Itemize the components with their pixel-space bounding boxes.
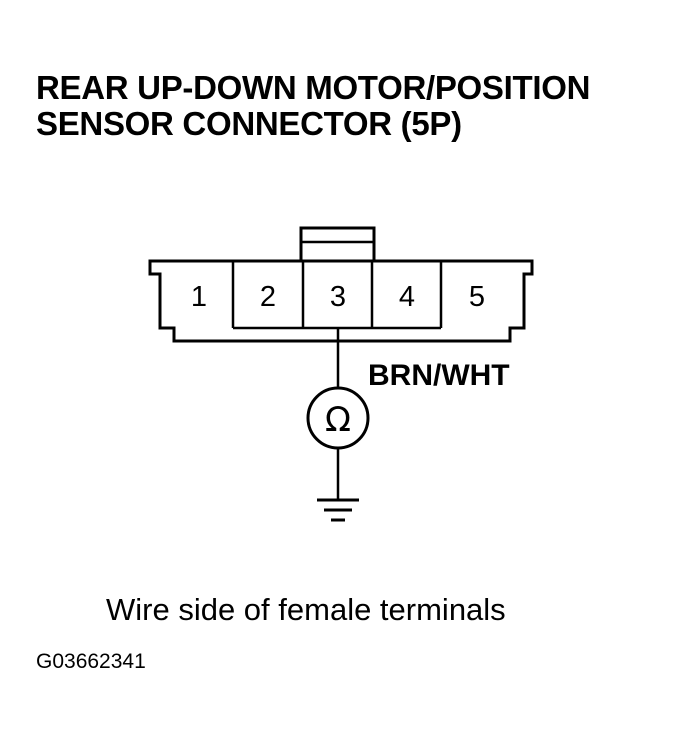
pin-1-label: 1 [191,281,207,313]
connector-cavities [231,261,443,330]
connector-lock-tab [299,226,376,263]
ground-icon [317,498,359,522]
wire-color-label: BRN/WHT [368,359,510,392]
diagram-title: REAR UP-DOWN MOTOR/POSITION SENSOR CONNE… [36,70,590,142]
caption: Wire side of female terminals [106,592,506,627]
title-line-1: REAR UP-DOWN MOTOR/POSITION [36,69,591,106]
pin-3-label: 3 [330,281,346,313]
pin-2-label: 2 [260,281,276,313]
connector-housing [148,259,534,343]
ohm-symbol: Ω [325,400,351,440]
title-line-2: SENSOR CONNECTOR (5P) [36,105,462,142]
ohmmeter-icon: Ω [306,386,370,450]
pin-4-label: 4 [399,281,415,313]
pin-5-label: 5 [469,281,485,313]
figure-code: G03662341 [36,650,146,673]
